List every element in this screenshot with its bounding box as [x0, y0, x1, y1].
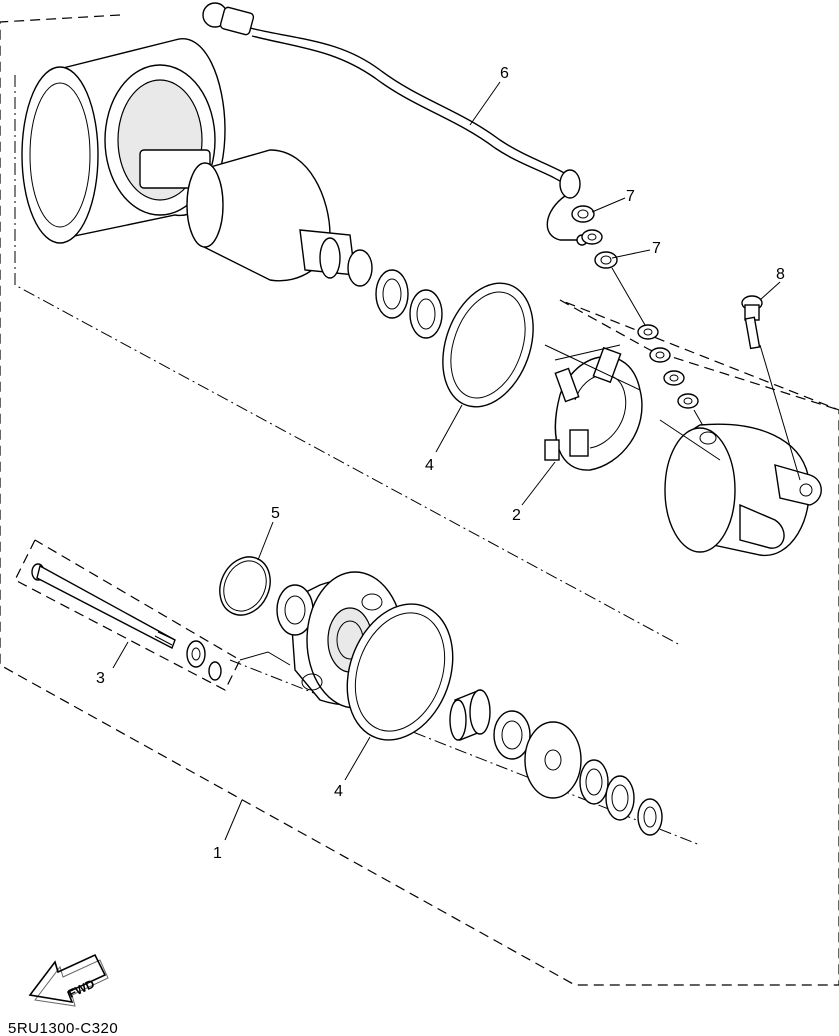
washer-bolt — [186, 640, 206, 668]
needle-bearing — [449, 689, 491, 741]
insulator-washers — [637, 324, 699, 409]
shim-a — [579, 759, 609, 805]
callout-3: 3 — [96, 670, 105, 687]
bolt-8 — [741, 295, 763, 350]
armature — [139, 149, 373, 287]
oil-seal — [493, 710, 531, 760]
callout-2: 2 — [512, 507, 521, 524]
callout-1: 1 — [213, 845, 222, 862]
nut-upper — [571, 205, 595, 223]
diagram-code: 5RU1300-C320 — [8, 1020, 118, 1036]
nut-middle — [581, 229, 603, 245]
circlip — [637, 798, 663, 836]
lead-wire — [202, 2, 588, 246]
callout-4-lower: 4 — [334, 783, 343, 800]
callout-4-upper: 4 — [425, 457, 434, 474]
bolt-group-boundary — [14, 539, 241, 691]
o-ring-upper — [442, 282, 534, 408]
axis-line-upper — [14, 75, 681, 646]
washer-a — [375, 269, 409, 319]
nut-lower — [594, 251, 618, 269]
thrust-washer — [524, 721, 582, 799]
callout-7-upper: 7 — [626, 188, 635, 205]
o-ring-lower — [346, 603, 454, 741]
o-ring-bolt — [208, 661, 222, 681]
brush-holder-boundary — [559, 299, 839, 411]
callout-8: 8 — [776, 266, 785, 283]
through-bolt — [31, 563, 176, 649]
callout-7-lower: 7 — [652, 240, 661, 257]
axis-line-lower — [229, 659, 701, 846]
brush-holder — [544, 346, 643, 471]
callout-5: 5 — [271, 505, 280, 522]
washer-b — [409, 289, 443, 339]
fwd-arrow-icon — [28, 953, 109, 1007]
callout-6: 6 — [500, 65, 509, 82]
rear-cover — [664, 423, 822, 557]
shim-b — [605, 775, 635, 821]
o-ring-5 — [219, 556, 271, 616]
